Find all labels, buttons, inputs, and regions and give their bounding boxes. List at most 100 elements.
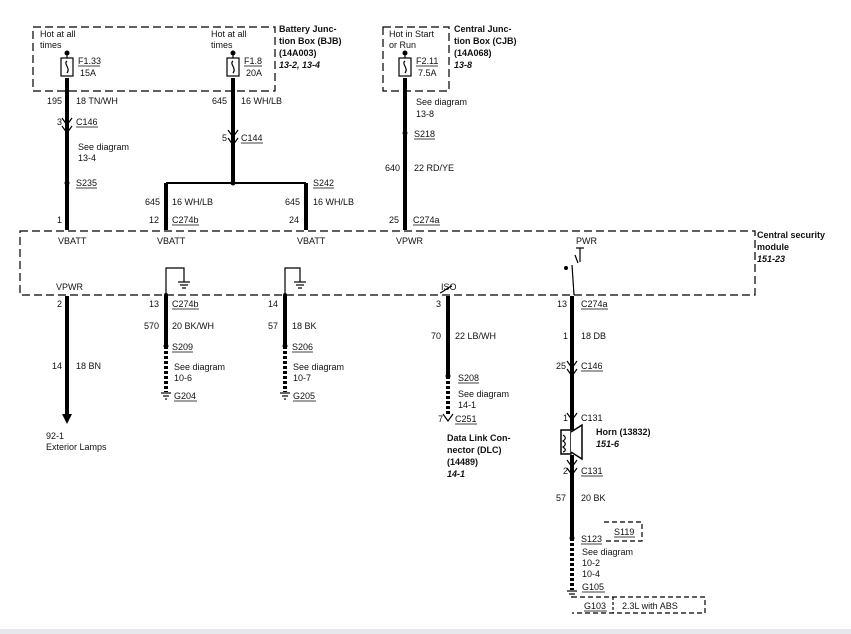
see-diagram-13-8-b: 13-8 [416,109,434,119]
wire-570-spec: 20 BK/WH [172,321,214,331]
see-diagram-10-7-a: See diagram [293,362,344,372]
ground-icon [161,392,171,400]
bjb-hot2-label-2: times [211,40,233,50]
splice-s209: S209 [172,342,193,352]
splice-s235: S235 [76,178,97,188]
module-title-1: Central security [757,230,825,240]
wire-57-spec: 18 BK [292,321,317,331]
splice-s206: S206 [292,342,313,352]
wire-1-circuit: 1 [563,331,568,341]
see-diagram-13-8-a: See diagram [416,97,467,107]
cjb-hot-label-1: Hot in Start [389,29,435,39]
splice-s119: S119 [614,527,634,537]
wire-1-spec: 18 DB [581,331,606,341]
internal-ground-icon [164,267,190,297]
vbatt-label-3: VBATT [297,236,326,246]
fuse-3-id: F2.11 [416,56,438,66]
fuse-3-rating: 7.5A [418,68,437,78]
dlc-page-ref: 14-1 [447,469,465,479]
fuse-icon [226,50,240,77]
see-diagram-14-1-a: See diagram [458,389,509,399]
pwr-label: PWR [576,236,597,246]
wire-570: 13 C274b 570 20 BK/WH S209 See diagram 1… [144,296,225,402]
fuse-icon [60,50,74,77]
wire-70-dlc: 3 70 22 LB/WH S208 See diagram 14-1 7 C2… [431,296,511,479]
cjb-page-ref: 13-8 [454,60,472,70]
central-junction-box: Hot in Start or Run Central Junc- tion B… [382,24,517,92]
dlc-name-2: nector (DLC) [447,445,502,455]
bjb-title-1: Battery Junc- [279,24,337,34]
splice-s242: S242 [313,178,334,188]
wire-horn: 13 C274a 1 18 DB 25 C146 1 C131 Horn (13… [556,296,706,614]
cjb-hot-label-2: or Run [389,40,416,50]
pin-14: 14 [268,299,278,309]
battery-junction-box: Hot at all times Hot at all times Batter… [32,24,342,92]
relay-switch-icon: PWR [564,236,597,296]
ground-icon [280,392,290,400]
c274b-top-label: C274b [172,215,199,225]
pin-24: 24 [289,215,299,225]
wire-645: 645 16 WH/LB 5 C144 S242 645 16 WH/LB 64… [145,78,354,230]
wire-57-g205: 14 57 18 BK S206 See diagram 10-7 G205 [268,296,344,402]
see-diagram-10-6-a: See diagram [174,362,225,372]
wire-57-circuit: 57 [268,321,278,331]
pin-3: 3 [436,299,441,309]
c274a-top-label: C274a [413,215,440,225]
see-diagram-10-6-b: 10-6 [174,373,192,383]
see-diagram-10-2-b: 10-2 [582,558,600,568]
pin-13-c274a: 13 [557,299,567,309]
iso-link [439,285,453,294]
module-page-ref: 151-23 [757,254,785,264]
c144-connector-label: C144 [241,133,263,143]
arrow-down-icon [62,414,72,424]
c131-bottom-label: C131 [581,466,603,476]
internal-ground-icon [283,267,306,297]
ground-g204: G204 [174,391,196,401]
variant-label: 2.3L with ABS [622,601,678,611]
c274b-bottom-label: C274b [172,299,199,309]
c146-pin-3: 3 [57,117,62,127]
fuse-1-id: F1.33 [78,56,101,66]
wire-exterior-lamps: 2 14 18 BN 92-1 Exterior Lamps [46,296,107,452]
pin-13-c274b: 13 [149,299,159,309]
wire-14-spec: 18 BN [76,361,101,371]
ground-g105: G105 [582,582,604,592]
c146-pin-25: 25 [556,361,566,371]
fuse-icon [398,50,412,77]
bjb-hot-label-1: Hot at all [40,29,76,39]
ground-g205: G205 [293,391,315,401]
exterior-lamps-label: Exterior Lamps [46,442,107,452]
cjb-part-number: (14A068) [454,48,492,58]
c131-pin-1: 1 [563,413,568,423]
fuse-2-id: F1.8 [244,56,262,66]
wire-645a-spec: 16 WH/LB [172,197,213,207]
pin-1: 1 [57,215,62,225]
module-title-2: module [757,242,789,252]
wire-70-circuit: 70 [431,331,441,341]
fuse-2-rating: 20A [246,68,262,78]
c146-connector-label: C146 [76,117,98,127]
vbatt-label-2: VBATT [157,236,186,246]
pin-2: 2 [57,299,62,309]
bjb-hot2-label-1: Hot at all [211,29,247,39]
see-diagram-10-7-b: 10-7 [293,373,311,383]
horn-name: Horn (13832) [596,427,651,437]
dlc-name-1: Data Link Con- [447,433,511,443]
wire-57-horn-circuit: 57 [556,493,566,503]
c251-connector-label: C251 [455,414,477,424]
see-diagram-14-1-b: 14-1 [458,400,476,410]
wire-640-spec: 22 RD/YE [414,163,454,173]
wire-645b-circuit: 645 [285,197,300,207]
c251-pin-7: 7 [438,414,443,424]
fuse-1-rating: 15A [80,68,96,78]
wire-645-circuit: 645 [212,96,227,106]
c131-top-label: C131 [581,413,603,423]
cjb-title-1: Central Junc- [454,24,512,34]
c144-pin-5: 5 [222,133,227,143]
cjb-title-2: tion Box (CJB) [454,36,517,46]
pin-25: 25 [389,215,399,225]
wire-195-circuit: 195 [47,96,62,106]
see-diagram-10-2-a: See diagram [582,547,633,557]
wire-645b-spec: 16 WH/LB [313,197,354,207]
